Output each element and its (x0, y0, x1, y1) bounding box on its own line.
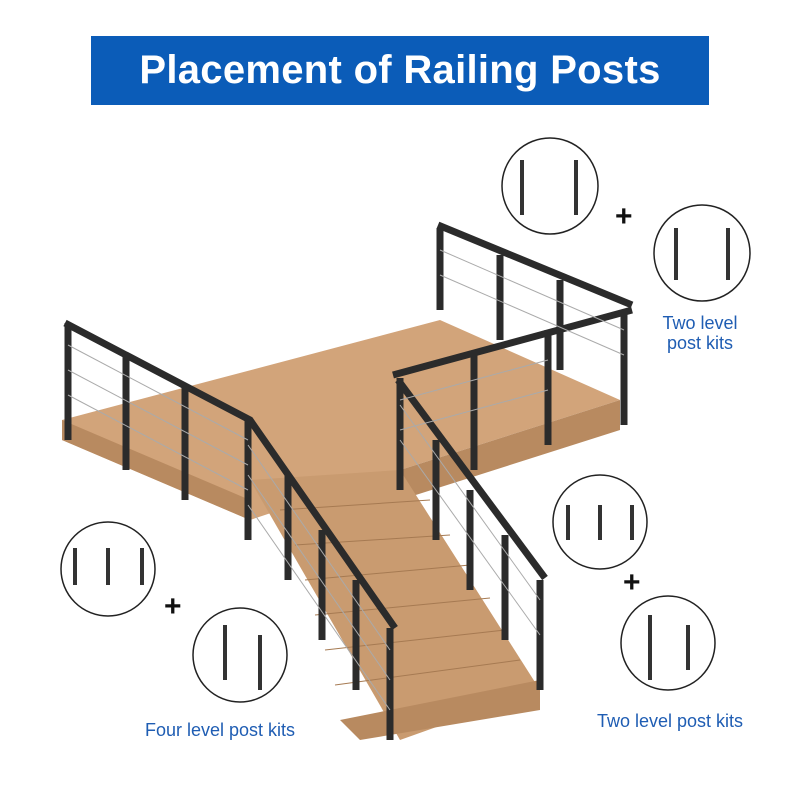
kit-circle-top-2 (653, 204, 751, 302)
plus-sign-right: + (623, 566, 641, 599)
kit-circle-top-1 (501, 137, 599, 235)
label-bottom-left: Four level post kits (144, 720, 296, 740)
deck-top (62, 320, 620, 520)
label-top-right: Two level post kits (662, 313, 738, 353)
kit-circle-left-2 (192, 607, 288, 703)
deck-front-left (62, 420, 250, 520)
label-bottom-right: Two level post kits (596, 711, 744, 731)
deck-front-right (400, 400, 620, 500)
plus-sign-top: + (615, 200, 633, 233)
kit-post-icons (73, 160, 730, 690)
plus-sign-left: + (164, 590, 182, 623)
title-banner: Placement of Railing Posts (91, 36, 709, 105)
kit-circle-right-2 (620, 595, 716, 691)
railings (63, 221, 634, 740)
title: Placement of Railing Posts (139, 48, 661, 92)
